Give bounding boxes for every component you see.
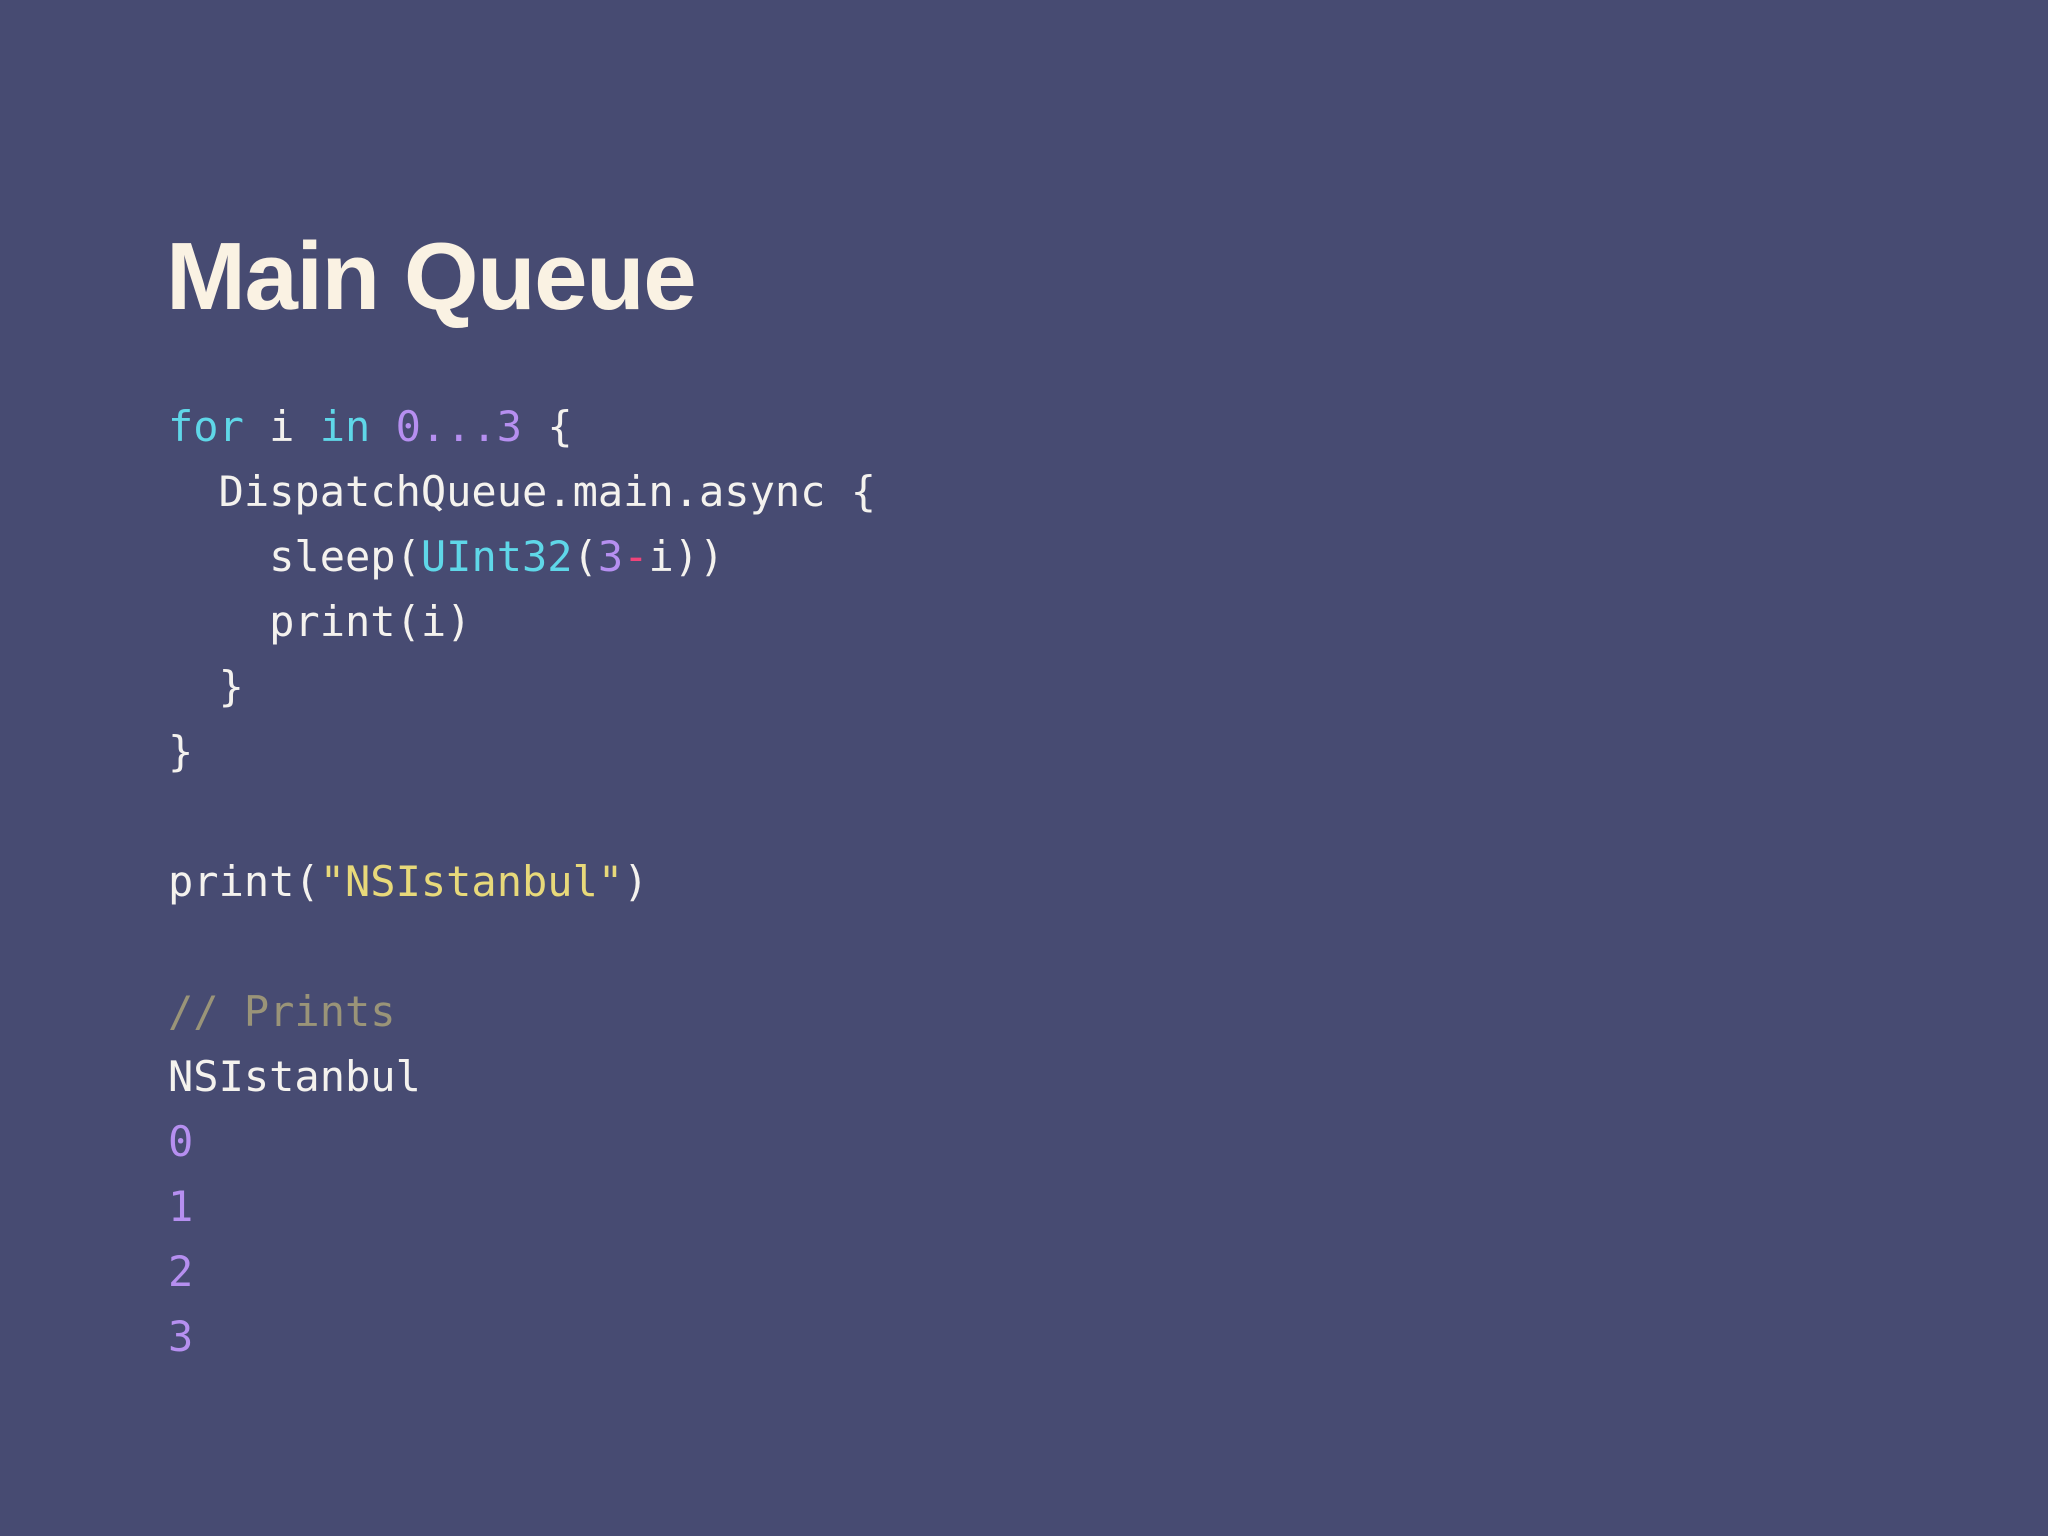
line-comment: // Prints: [168, 979, 876, 1044]
code-token-plain: print(: [168, 857, 320, 906]
line-dispatch: DispatchQueue.main.async {: [168, 459, 876, 524]
line-for: for i in 0...3 {: [168, 394, 876, 459]
code-token-output: NSIstanbul: [168, 1052, 421, 1101]
line-out-0: 0: [168, 1109, 876, 1174]
line-print-i: print(i): [168, 589, 876, 654]
code-token-plain: i: [243, 402, 320, 451]
line-out-2: 2: [168, 1239, 876, 1304]
code-token-comment: // Prints: [168, 987, 396, 1036]
page-title: Main Queue: [166, 223, 697, 331]
code-token-plain: {: [522, 402, 573, 451]
code-token-keyword: in: [319, 402, 371, 451]
code-token-number: 0...3: [395, 402, 523, 451]
code-token-string: "NSIstanbul": [319, 857, 624, 906]
code-token-plain: sleep(: [168, 532, 421, 581]
code-token-number: 3: [597, 532, 624, 581]
line-out-1: 1: [168, 1174, 876, 1239]
code-token-number: 2: [168, 1247, 194, 1296]
code-token-plain: DispatchQueue.main.async {: [168, 467, 877, 516]
code-token-number: 1: [168, 1182, 194, 1231]
code-snippet: for i in 0...3 { DispatchQueue.main.asyn…: [168, 394, 876, 1369]
line-print-string: print("NSIstanbul"): [168, 849, 876, 914]
code-token-plain: }: [168, 727, 194, 776]
code-token-type: UInt32: [420, 532, 573, 581]
line-close-inner: }: [168, 654, 876, 719]
code-token-operator: -: [623, 532, 649, 581]
line-close-outer: }: [168, 719, 876, 784]
line-blank-1: [168, 784, 876, 849]
code-token-number: 3: [168, 1312, 194, 1361]
code-token-plain: print(i): [168, 597, 472, 646]
code-token-plain: ): [623, 857, 649, 906]
line-out-3: 3: [168, 1304, 876, 1369]
code-token-plain: (: [572, 532, 598, 581]
line-sleep: sleep(UInt32(3-i)): [168, 524, 876, 589]
code-token-plain: i)): [648, 532, 725, 581]
code-token-plain: }: [168, 662, 244, 711]
code-token-plain: [370, 402, 395, 451]
code-token-keyword: for: [168, 402, 244, 451]
line-blank-2: [168, 914, 876, 979]
code-token-number: 0: [168, 1117, 194, 1166]
line-out-nsistanbul: NSIstanbul: [168, 1044, 876, 1109]
